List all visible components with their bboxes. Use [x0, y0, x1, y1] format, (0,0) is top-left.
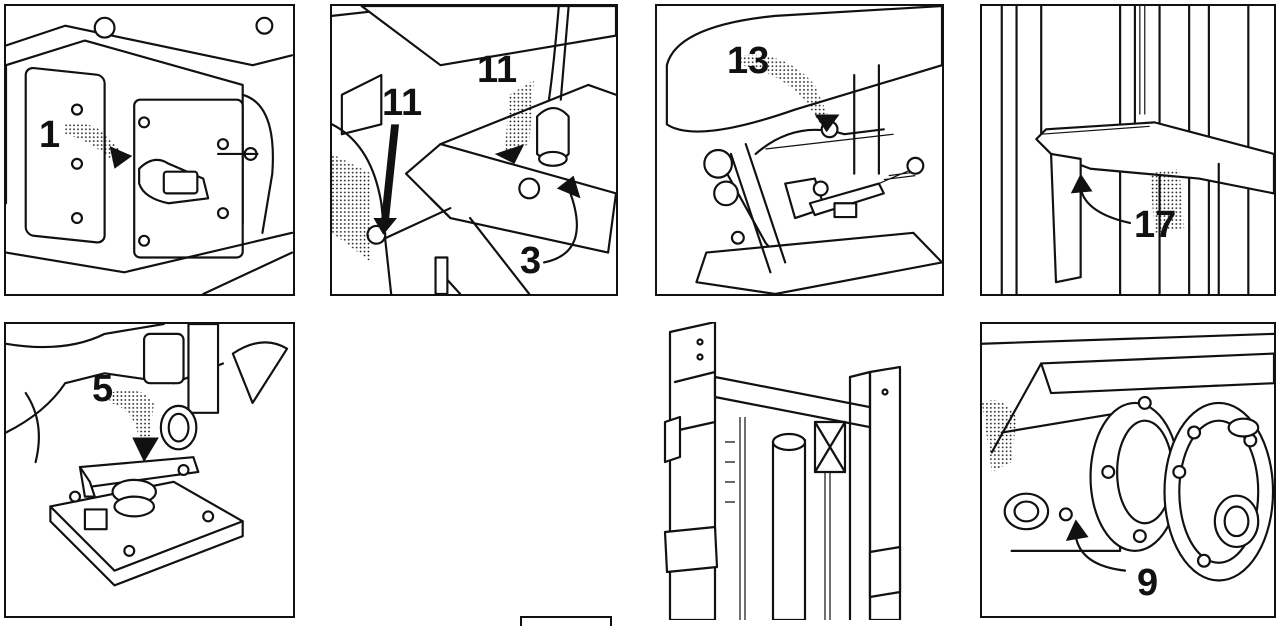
- panel-lever-bolts: 11 11 3: [330, 4, 618, 296]
- panel-door-catch: 1: [4, 4, 295, 296]
- chain-guide-illustration: [1000, 6, 1274, 294]
- callout-11-left: 11: [382, 82, 423, 124]
- partial-frame: [520, 616, 612, 626]
- base-plate-illustration: [6, 324, 289, 587]
- callout-11-right: 11: [477, 49, 518, 91]
- panel-chain-guide: 17: [980, 4, 1276, 296]
- door-catch-illustration: [6, 16, 293, 294]
- coupling-illustration: [982, 332, 1274, 582]
- panel-spring-linkage: 13: [655, 4, 944, 296]
- callout-13: 13: [727, 40, 770, 82]
- callout-17: 17: [1134, 204, 1177, 246]
- callout-3: 3: [520, 240, 542, 282]
- panel-mast: [655, 322, 915, 620]
- callout-1: 1: [39, 114, 61, 156]
- lever-bolts-illustration: [332, 6, 616, 294]
- panel-base-plate: 5: [4, 322, 295, 618]
- panel-coupling: 9: [980, 322, 1276, 618]
- mast-illustration: [663, 322, 902, 620]
- callout-5: 5: [92, 368, 114, 410]
- callout-9: 9: [1137, 562, 1159, 604]
- spring-linkage-illustration: [665, 6, 942, 294]
